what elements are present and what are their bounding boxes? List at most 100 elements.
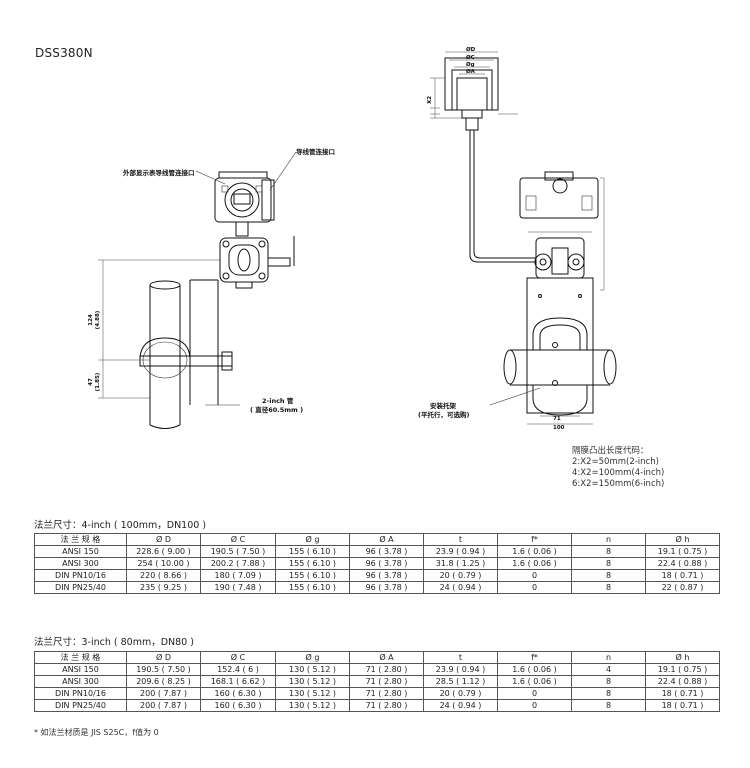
table-cell: 155 ( 6.10 ) xyxy=(275,581,350,594)
table-cell: 24 ( 0.94 ) xyxy=(423,581,498,594)
table-cell: 1.6 ( 0.06 ) xyxy=(497,545,572,558)
table-cell: 19.1 ( 0.75 ) xyxy=(645,545,720,558)
svg-text:ØD: ØD xyxy=(466,46,476,53)
svg-text:47: 47 xyxy=(88,378,94,386)
header-cell: t xyxy=(423,651,498,664)
table-cell: 155 ( 6.10 ) xyxy=(275,545,350,558)
table-cell: 190.5 ( 7.50 ) xyxy=(126,663,201,676)
svg-text:ØC: ØC xyxy=(466,54,475,61)
table-cell: 24 ( 0.94 ) xyxy=(423,699,498,712)
table-cell: 160 ( 6.30 ) xyxy=(200,699,276,712)
table-row: DIN PN25/40 200 ( 7.87 ) 160 ( 6.30 ) 13… xyxy=(34,699,720,712)
table-cell: 23.9 ( 0.94 ) xyxy=(423,663,498,676)
extension-code-note: 隔膜凸出长度代码： 2:X2=50mm(2-inch) 4:X2=100mm(4… xyxy=(572,446,664,490)
table-cell: 4 xyxy=(571,663,646,676)
table-cell: 8 xyxy=(571,581,646,594)
svg-text:Øg: Øg xyxy=(466,61,475,68)
label-ext-display: 外部显示表导线管连接口 xyxy=(123,168,195,177)
table-cell: 254 ( 10.00 ) xyxy=(126,557,201,570)
left-view: 124 (4.88) 47 (1.85) 外部显示表导线管连接口 导线管连接口 … xyxy=(88,147,335,429)
table-cell: 71 ( 2.80 ) xyxy=(349,675,424,688)
table-cell: 209.6 ( 8.25 ) xyxy=(126,675,201,688)
header-cell: Ø g xyxy=(275,651,350,664)
table-cell: 20 ( 0.79 ) xyxy=(423,569,498,582)
table-cell: 8 xyxy=(571,545,646,558)
model-title: DSS380N xyxy=(35,46,93,60)
header-cell: Ø D xyxy=(126,533,201,546)
table-cell: 8 xyxy=(571,687,646,700)
header-cell: Ø h xyxy=(645,533,720,546)
table-cell: 22.4 ( 0.88 ) xyxy=(645,557,720,570)
header-cell: Ø C xyxy=(200,533,276,546)
table-cell: DIN PN25/40 xyxy=(34,699,127,712)
svg-text:(1.85): (1.85) xyxy=(95,372,101,391)
flange-table-4inch: 法 兰 规 格 Ø D Ø C Ø g Ø A t f* n Ø h ANSI … xyxy=(34,533,720,594)
table-cell: 1.6 ( 0.06 ) xyxy=(497,675,572,688)
note-title: 隔膜凸出长度代码： xyxy=(572,446,649,456)
table-cell: 0 xyxy=(497,687,572,700)
dimension-drawing: 124 (4.88) 47 (1.85) 外部显示表导线管连接口 导线管连接口 … xyxy=(88,46,617,431)
table-cell: 18 ( 0.71 ) xyxy=(645,699,720,712)
table-cell: 96 ( 3.78 ) xyxy=(349,557,424,570)
table-cell: 1.6 ( 0.06 ) xyxy=(497,663,572,676)
table-row: DIN PN10/16 200 ( 7.87 ) 160 ( 6.30 ) 13… xyxy=(34,687,720,700)
table-cell: DIN PN25/40 xyxy=(34,581,127,594)
header-cell: n xyxy=(571,533,646,546)
header-cell: Ø A xyxy=(349,533,424,546)
table-cell: 200.2 ( 7.88 ) xyxy=(200,557,276,570)
svg-text:(4.88): (4.88) xyxy=(95,310,101,329)
material-footnote: * 如法兰材质是 JIS S25C，f值为 0 xyxy=(34,728,159,737)
table2-title: 法兰尺寸：3-inch ( 80mm，DN80 ) xyxy=(34,637,194,648)
svg-text:100: 100 xyxy=(553,425,565,431)
table-cell: ANSI 300 xyxy=(34,557,127,570)
header-cell: t xyxy=(423,533,498,546)
header-cell: f* xyxy=(497,651,572,664)
svg-text:ØA: ØA xyxy=(466,68,476,75)
right-view: ØD ØC Øg ØA X2 xyxy=(418,46,617,431)
table-cell: 168.1 ( 6.62 ) xyxy=(200,675,276,688)
table-cell: DIN PN10/16 xyxy=(34,687,127,700)
table-cell: ANSI 150 xyxy=(34,545,127,558)
svg-text:124: 124 xyxy=(88,314,94,326)
label-pipe-diameter: ( 直径60.5mm ) xyxy=(250,405,303,414)
table-cell: 20 ( 0.79 ) xyxy=(423,687,498,700)
table-header-row: 法 兰 规 格 Ø D Ø C Ø g Ø A t f* n Ø h xyxy=(34,533,720,546)
table-cell: 180 ( 7.09 ) xyxy=(200,569,276,582)
table-cell: 18 ( 0.71 ) xyxy=(645,569,720,582)
table-cell: DIN PN10/16 xyxy=(34,569,127,582)
table-cell: 228.6 ( 9.00 ) xyxy=(126,545,201,558)
table-cell: 8 xyxy=(571,699,646,712)
table-cell: 23.9 ( 0.94 ) xyxy=(423,545,498,558)
table-cell: 71 ( 2.80 ) xyxy=(349,699,424,712)
table-cell: 22.4 ( 0.88 ) xyxy=(645,675,720,688)
table-cell: 130 ( 5.12 ) xyxy=(275,675,350,688)
table-cell: 96 ( 3.78 ) xyxy=(349,545,424,558)
table-cell: 130 ( 5.12 ) xyxy=(275,663,350,676)
header-cell: f* xyxy=(497,533,572,546)
svg-text:71: 71 xyxy=(553,416,561,422)
table-cell: 28.5 ( 1.12 ) xyxy=(423,675,498,688)
table-cell: 18 ( 0.71 ) xyxy=(645,687,720,700)
table-cell: 31.8 ( 1.25 ) xyxy=(423,557,498,570)
table-cell: 0 xyxy=(497,569,572,582)
label-conduit: 导线管连接口 xyxy=(296,147,335,156)
table-row: ANSI 150 190.5 ( 7.50 ) 152.4 ( 6 ) 130 … xyxy=(34,663,720,676)
table-cell: 22 ( 0.87 ) xyxy=(645,581,720,594)
table-cell: 8 xyxy=(571,675,646,688)
table-cell: 200 ( 7.87 ) xyxy=(126,687,201,700)
table-row: DIN PN25/40 235 ( 9.25 ) 190 ( 7.48 ) 15… xyxy=(34,581,720,594)
flange-table-3inch: 法 兰 规 格 Ø D Ø C Ø g Ø A t f* n Ø h ANSI … xyxy=(34,651,720,712)
header-cell: Ø g xyxy=(275,533,350,546)
table-cell: 0 xyxy=(497,581,572,594)
table-cell: 71 ( 2.80 ) xyxy=(349,687,424,700)
header-cell: 法 兰 规 格 xyxy=(34,533,127,546)
table-cell: 96 ( 3.78 ) xyxy=(349,581,424,594)
table-cell: 130 ( 5.12 ) xyxy=(275,687,350,700)
table-cell: 235 ( 9.25 ) xyxy=(126,581,201,594)
label-bracket-note: (平托行，可选购) xyxy=(418,410,469,419)
table-row: ANSI 150 228.6 ( 9.00 ) 190.5 ( 7.50 ) 1… xyxy=(34,545,720,558)
svg-text:X2: X2 xyxy=(427,96,433,104)
header-cell: Ø A xyxy=(349,651,424,664)
table-cell: 220 ( 8.66 ) xyxy=(126,569,201,582)
table-cell: 8 xyxy=(571,569,646,582)
